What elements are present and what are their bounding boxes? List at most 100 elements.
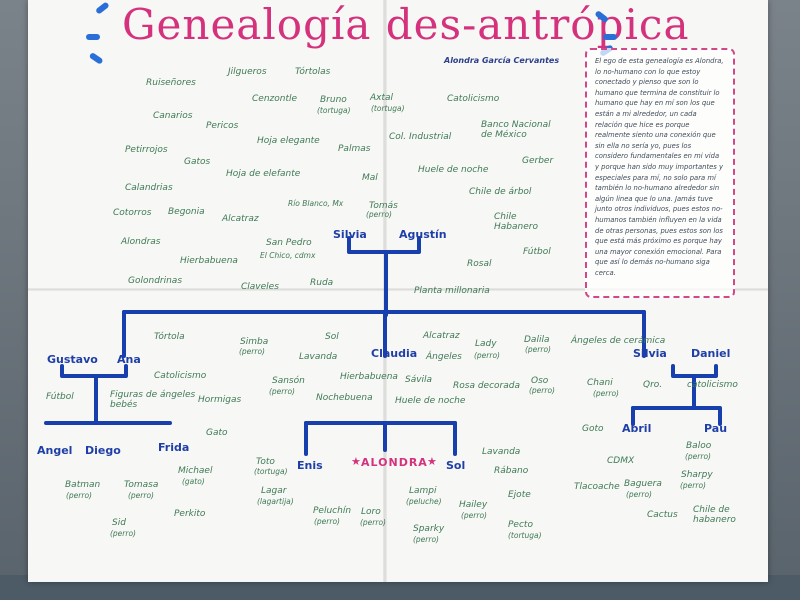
person-angel: Angel — [37, 444, 73, 457]
non-human-subtitle: (tortuga) — [254, 467, 288, 476]
non-human-subtitle: (tortuga) — [508, 531, 542, 540]
non-human-item: Hierbabuena — [340, 372, 398, 382]
person-frida: Frida — [158, 441, 190, 454]
non-human-item: Axtal — [370, 93, 394, 103]
non-human-item: Cenzontle — [252, 94, 298, 104]
non-human-item: Col. Industrial — [389, 132, 452, 142]
non-human-subtitle: (perro) — [413, 535, 439, 544]
non-human-subtitle: (perro) — [66, 491, 92, 500]
ego-label: ALONDRA — [351, 455, 438, 469]
non-human-subtitle: (perro) — [626, 490, 652, 499]
author-name: Alondra García Cervantes — [444, 56, 560, 65]
non-human-item: Cotorros — [113, 208, 152, 218]
non-human-item: Oso — [531, 376, 549, 386]
person-agustin: Agustín — [399, 228, 447, 241]
non-human-item: Bruno — [320, 95, 347, 105]
non-human-item: Pecto — [508, 520, 533, 530]
non-human-item: Baguera — [624, 479, 662, 489]
non-human-item: Ejote — [508, 490, 531, 500]
non-human-item: Cactus — [647, 510, 678, 520]
non-human-subtitle: (perro) — [525, 345, 551, 354]
non-human-item: Figuras de ángeles bebés — [110, 390, 196, 410]
non-human-item: Lampi — [409, 486, 437, 496]
non-human-item: Río Blanco, Mx — [288, 199, 344, 208]
non-human-item: Peluchín — [313, 506, 352, 516]
non-human-item: Fútbol — [46, 392, 74, 402]
non-human-item: Alcatraz — [423, 331, 460, 341]
non-human-subtitle: (perro) — [128, 491, 154, 500]
non-human-item: Tórtola — [154, 332, 185, 342]
person-abril: Abril — [622, 422, 652, 435]
person-sol: Sol — [446, 459, 466, 472]
non-human-item: Hierbabuena — [180, 256, 238, 266]
non-human-item: Sparky — [413, 524, 445, 534]
non-human-subtitle: (perro) — [239, 347, 265, 356]
non-human-item: Loro — [361, 507, 381, 517]
non-human-item: Calandrias — [125, 183, 173, 193]
person-silvia: Silvia — [633, 347, 667, 360]
non-human-subtitle: (gato) — [182, 477, 205, 486]
non-human-subtitle: (perro) — [360, 518, 386, 527]
poster-title: Genealogía des-antrópica — [122, 0, 690, 49]
non-human-item: Sansón — [272, 376, 305, 386]
non-human-item: Qro. — [643, 380, 663, 390]
non-human-item: Hoja de elefante — [226, 169, 301, 179]
non-human-item: Gato — [206, 428, 228, 438]
non-human-item: Alcatraz — [222, 214, 259, 224]
non-human-item: Lagar — [261, 486, 287, 496]
non-human-item: Chile de habanero — [693, 505, 736, 525]
non-human-subtitle: (perro) — [685, 452, 711, 461]
non-human-subtitle: (perro) — [529, 386, 555, 395]
non-human-item: Tomasa — [124, 480, 159, 490]
non-human-item: Gerber — [522, 156, 554, 166]
non-human-subtitle: (peluche) — [406, 497, 442, 506]
non-human-item: Fútbol — [523, 247, 551, 257]
non-human-item: Dalila — [524, 335, 550, 345]
non-human-item: Lavanda — [482, 447, 521, 457]
non-human-item: Sávila — [405, 375, 433, 385]
person-pau: Pau — [704, 422, 728, 435]
non-human-item: Gatos — [184, 157, 211, 167]
non-human-item: Petirrojos — [125, 145, 168, 155]
non-human-item: catolicismo — [687, 380, 738, 390]
non-human-item: Tórtolas — [295, 67, 331, 77]
non-human-item: Ángeles — [426, 352, 462, 362]
non-human-item: Rosal — [467, 259, 492, 269]
non-human-item: Michael — [178, 466, 213, 476]
non-human-item: Ruiseñores — [146, 78, 196, 88]
non-human-item: Claveles — [241, 282, 279, 292]
non-human-subtitle: (perro) — [314, 517, 340, 526]
non-human-item: Banco Nacional de México — [481, 120, 551, 140]
person-enis: Enis — [297, 459, 323, 472]
non-human-item: Sid — [112, 518, 126, 528]
non-human-subtitle: (perro) — [110, 529, 136, 538]
person-claudia: Claudia — [371, 347, 418, 360]
silvia-daniel-children-bar — [631, 406, 722, 426]
person-daniel: Daniel — [691, 347, 731, 360]
non-human-item: Canarios — [153, 111, 193, 121]
non-human-item: Catolicismo — [154, 371, 207, 381]
non-human-subtitle: (lagartija) — [257, 497, 294, 506]
non-human-item: Palmas — [338, 144, 371, 154]
non-human-item: Hormigas — [198, 395, 242, 405]
horizontal-fold-line — [28, 288, 768, 291]
non-human-item: Pericos — [206, 121, 239, 131]
non-human-item: Hailey — [459, 500, 488, 510]
person-silvia-top: Silvia — [333, 228, 367, 241]
non-human-item: Begonia — [168, 207, 205, 217]
non-human-item: Ruda — [310, 278, 334, 288]
non-human-item: Catolicismo — [447, 94, 500, 104]
person-ana: Ana — [117, 353, 141, 366]
person-gustavo: Gustavo — [47, 353, 98, 366]
non-human-subtitle: (tortuga) — [371, 104, 405, 113]
non-human-item: Mal — [362, 173, 378, 183]
non-human-item: Alondras — [121, 237, 161, 247]
non-human-item: Huele de noche — [395, 396, 466, 406]
non-human-item: Rábano — [494, 466, 529, 476]
non-human-subtitle: (perro) — [474, 351, 500, 360]
gustavo-ana-link — [60, 364, 128, 378]
explanation-text: El ego de esta genealogía es Alondra, lo… — [595, 57, 724, 277]
non-human-item: Chani — [587, 378, 613, 388]
